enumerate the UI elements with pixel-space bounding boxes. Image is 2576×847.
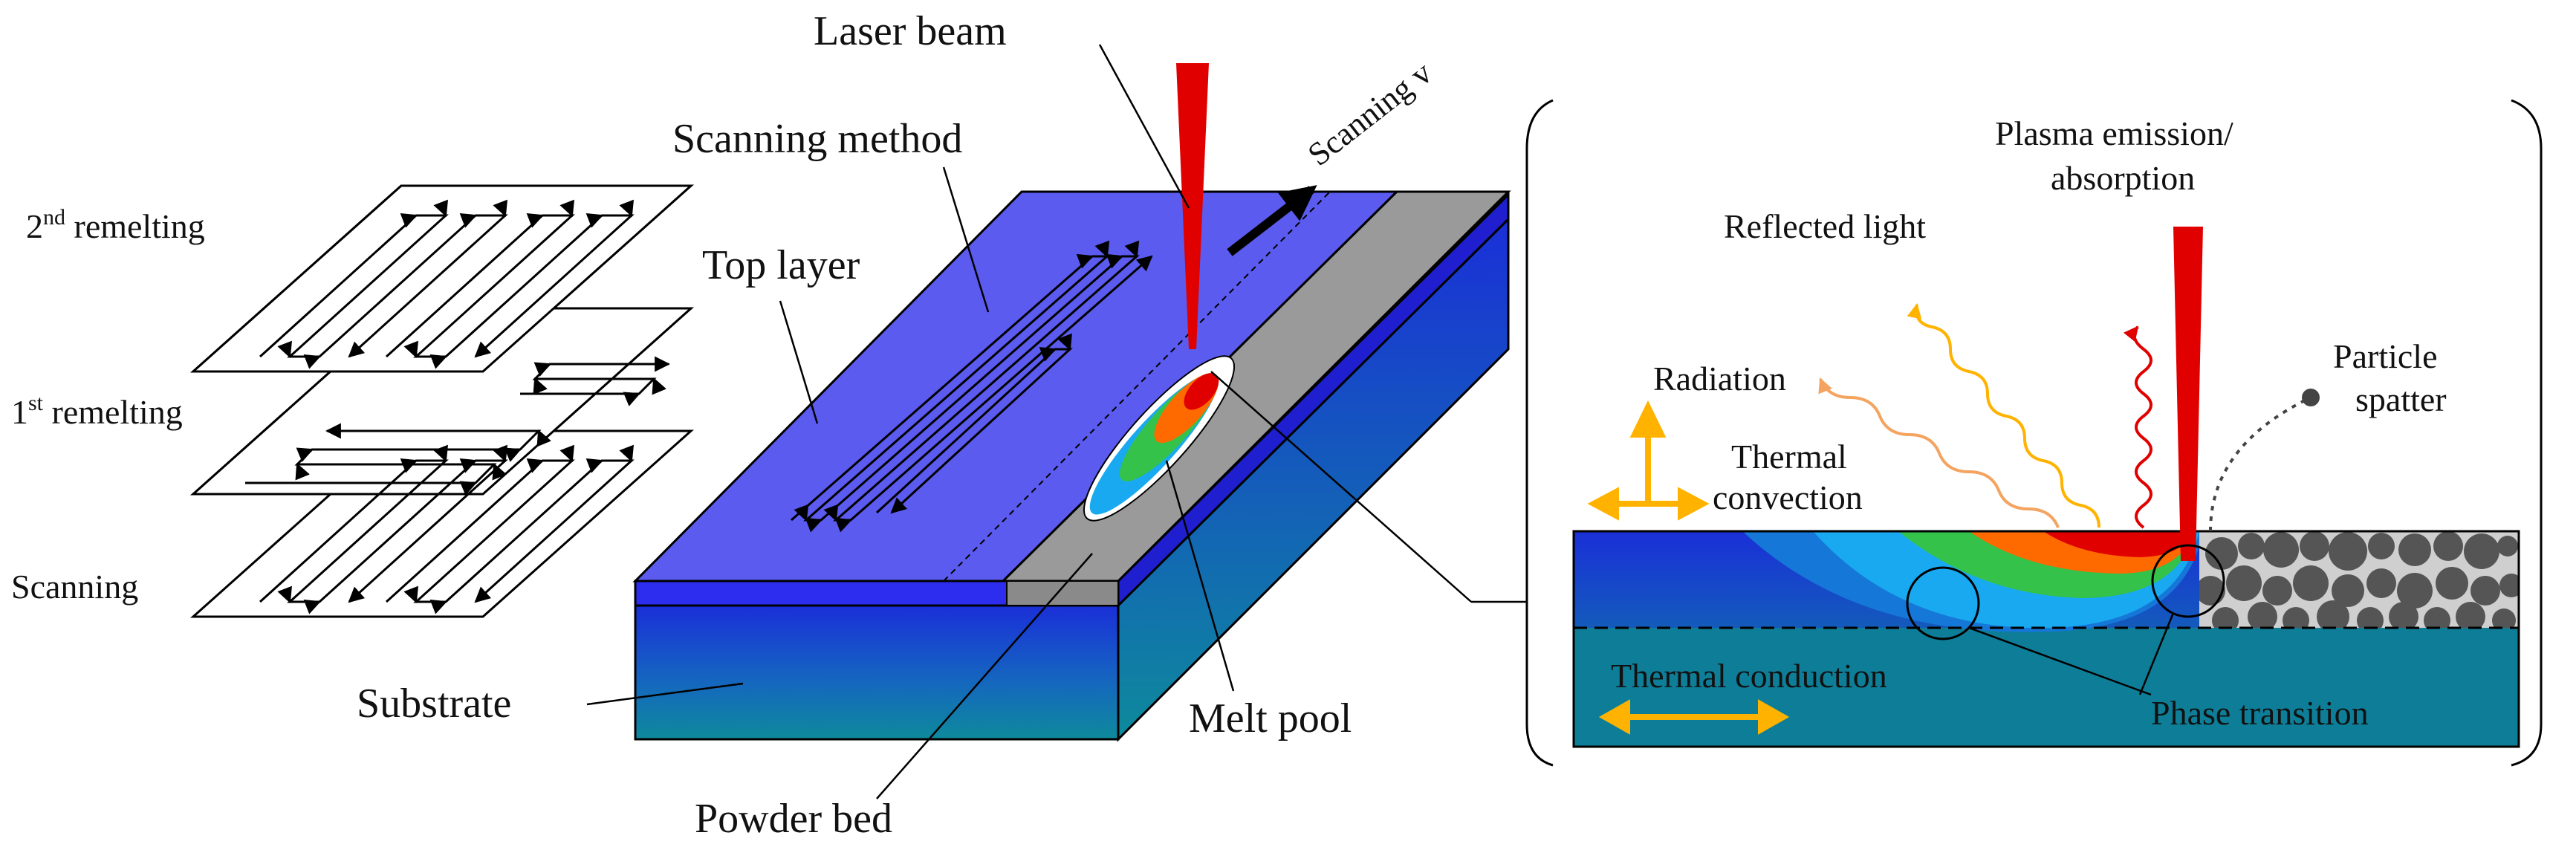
label-1st-remelting: 1st remelting (11, 391, 183, 431)
particle-spatter-dot (2302, 389, 2320, 406)
laser-beam (1176, 63, 1209, 349)
label-thermal-convection-1: Thermal (1731, 438, 1847, 476)
label-plasma-1: Plasma emission/ (1995, 114, 2233, 152)
particle-spatter-path (2209, 396, 2311, 532)
convection-arrows (1587, 400, 1710, 521)
label-powder-bed: Powder bed (695, 796, 892, 842)
melt-pool-center (1083, 355, 1236, 522)
label-plasma-2: absorption (2051, 159, 2195, 197)
label-substrate: Substrate (357, 681, 511, 727)
label-particle-2: spatter (2355, 380, 2447, 418)
label-laser-beam: Laser beam (814, 8, 1007, 54)
scan-path-bottom (259, 444, 635, 614)
label-scanning: Scanning (11, 568, 138, 606)
laser-beam-zoom (2173, 227, 2203, 561)
label-melt-pool: Melt pool (1189, 695, 1352, 741)
label-scanning-method: Scanning method (672, 116, 962, 162)
label-top-layer: Top layer (702, 242, 860, 288)
label-reflected-light: Reflected light (1724, 207, 1926, 245)
phase-circle-right (2151, 544, 2225, 618)
phase-circle-left (1906, 566, 1980, 640)
plasma-emission-arrow (2123, 325, 2152, 529)
zoom-bracket-right (2511, 99, 2543, 767)
radiation-arrow (1818, 377, 2060, 528)
label-radiation: Radiation (1653, 360, 1786, 397)
label-scanning-v: Scanning v (1301, 54, 1438, 173)
label-thermal-convection-2: convection (1713, 478, 1863, 516)
conduction-arrow (1598, 699, 1790, 735)
label-particle-1: Particle (2333, 337, 2438, 375)
scanning-direction-arrow (1227, 185, 1317, 256)
powder-particles (2199, 531, 2519, 628)
substrate-block (634, 192, 1510, 742)
zoom-bracket-left (1525, 99, 1554, 767)
label-thermal-conduction: Thermal conduction (1611, 657, 1887, 695)
scan-path-top (259, 199, 635, 369)
reflected-light-arrow (1907, 303, 2100, 528)
top-layer-scan-paths (791, 240, 1153, 533)
label-phase-transition: Phase transition (2151, 694, 2369, 732)
cross-section (1572, 530, 2520, 748)
label-2nd-remelting: 2nd remelting (26, 205, 205, 245)
